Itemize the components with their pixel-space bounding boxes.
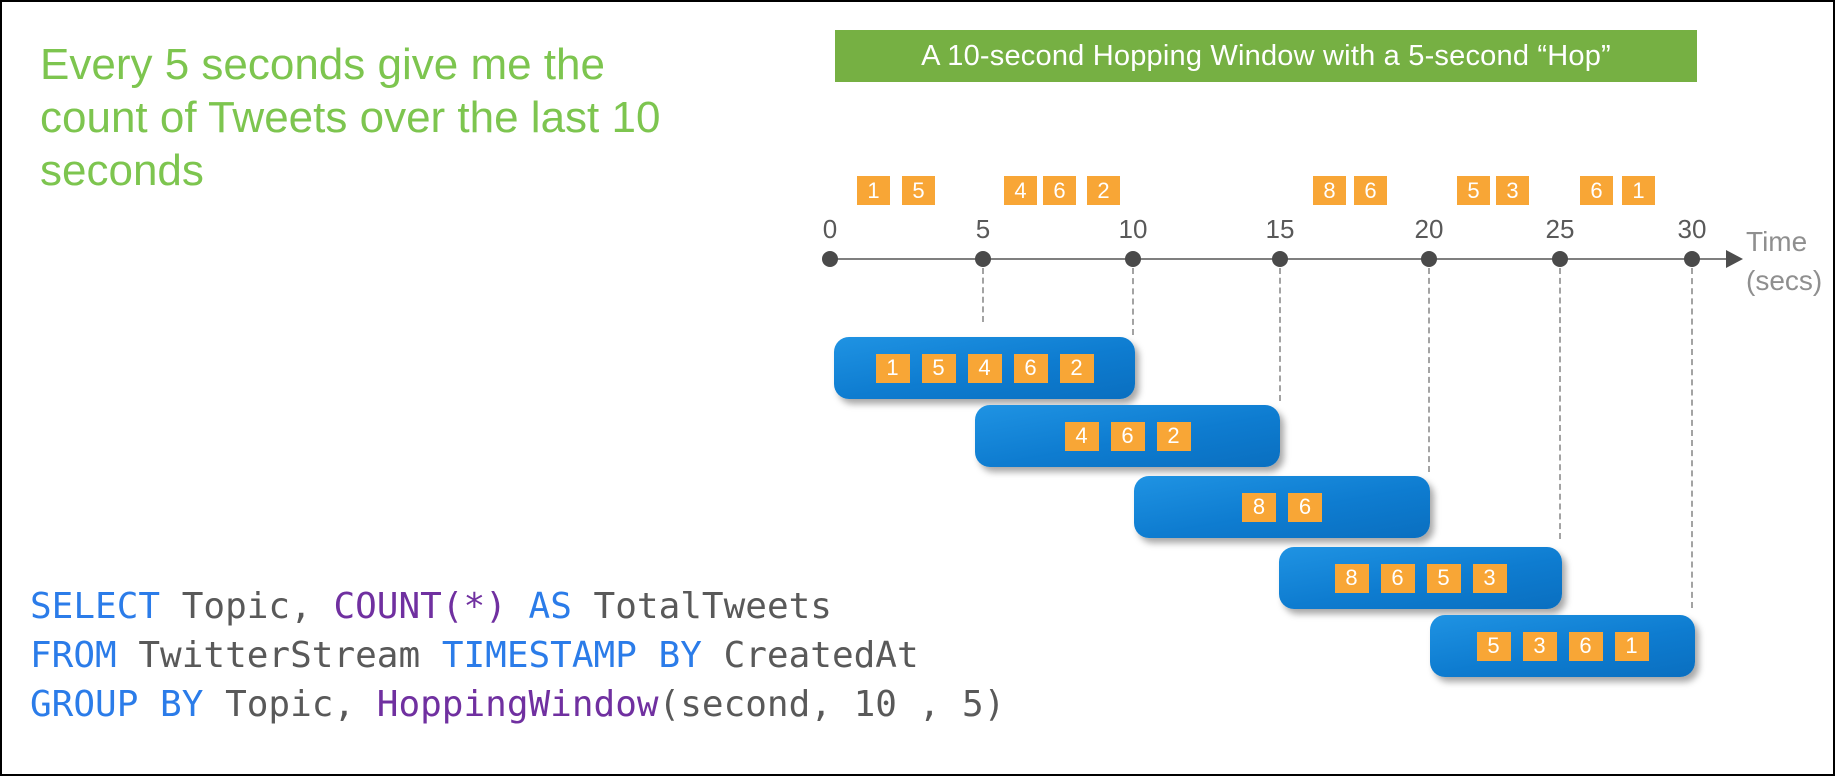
window-event: 5 — [1476, 631, 1511, 661]
tick-dash-line-15 — [1279, 268, 1281, 401]
tick-dot-30 — [1684, 251, 1700, 267]
stream-event: 6 — [1043, 176, 1076, 205]
sql-keyword: FROM — [30, 635, 117, 676]
stream-event: 3 — [1496, 176, 1529, 205]
tick-label-15: 15 — [1265, 214, 1295, 244]
title-banner-label: A 10-second Hopping Window with a 5-seco… — [921, 39, 1611, 72]
sql-function: COUNT(*) — [333, 586, 507, 627]
tick-dash-line-20 — [1428, 268, 1430, 472]
tick-dot-0 — [822, 251, 838, 267]
window-event: 8 — [1242, 492, 1276, 522]
tick-dot-20 — [1421, 251, 1437, 267]
sql-text: TotalTweets — [571, 586, 832, 627]
tick-dash-line-30 — [1691, 268, 1693, 608]
time-axis-label-line2: (secs) — [1746, 265, 1823, 296]
stream-event: 5 — [1457, 176, 1490, 205]
sql-keyword: GROUP BY — [30, 684, 204, 725]
window-event: 6 — [1380, 563, 1415, 593]
tick-dot-10 — [1125, 251, 1141, 267]
tick-dot-5 — [975, 251, 991, 267]
tick-label-0: 0 — [822, 214, 838, 244]
stream-event: 1 — [1622, 176, 1655, 205]
caption-line: seconds — [40, 146, 204, 195]
sql-keyword: TIMESTAMP BY — [441, 635, 702, 676]
window-event: 4 — [1064, 421, 1099, 451]
time-axis-label-line1: Time — [1746, 226, 1808, 257]
window-event: 1 — [1614, 631, 1649, 661]
window-event: 2 — [1059, 353, 1094, 383]
sql-text: Topic, — [203, 684, 377, 725]
window-event: 5 — [1426, 563, 1461, 593]
window-event: 6 — [1568, 631, 1603, 661]
window-event: 6 — [1110, 421, 1145, 451]
stream-event: 6 — [1354, 176, 1387, 205]
stream-event: 8 — [1313, 176, 1346, 205]
window-event: 3 — [1522, 631, 1557, 661]
window-event: 4 — [967, 353, 1002, 383]
window-event: 8 — [1334, 563, 1369, 593]
stream-event: 6 — [1580, 176, 1613, 205]
sql-keyword: SELECT — [30, 586, 161, 627]
window-event: 6 — [1288, 492, 1322, 522]
title-banner: A 10-second Hopping Window with a 5-seco… — [835, 30, 1697, 82]
sql-keyword: AS — [528, 586, 572, 627]
tick-dash-line-5 — [982, 268, 984, 322]
sql-code-line: FROM TwitterStream TIMESTAMP BY CreatedA… — [30, 631, 1005, 680]
tick-label-30: 30 — [1677, 214, 1707, 244]
tick-dash-line-10 — [1132, 268, 1134, 335]
sql-text — [507, 586, 529, 627]
stream-event: 1 — [857, 176, 890, 205]
tick-label-5: 5 — [975, 214, 991, 244]
time-axis-label: Time (secs) — [1746, 222, 1822, 300]
tick-dash-line-25 — [1559, 268, 1561, 539]
tick-dot-25 — [1552, 251, 1568, 267]
time-axis-arrow-icon — [1726, 250, 1743, 268]
window-event: 5 — [921, 353, 956, 383]
stream-event: 4 — [1004, 176, 1037, 205]
tick-label-20: 20 — [1414, 214, 1444, 244]
sql-function: HoppingWindow — [376, 684, 659, 725]
window-event: 6 — [1013, 353, 1048, 383]
window-event: 3 — [1472, 563, 1507, 593]
sql-code-line: GROUP BY Topic, HoppingWindow(second, 10… — [30, 680, 1005, 729]
sql-text: CreatedAt — [701, 635, 919, 676]
caption-line: count of Tweets over the last 10 — [40, 93, 661, 142]
tick-dot-15 — [1272, 251, 1288, 267]
tick-label-25: 25 — [1545, 214, 1575, 244]
window-event: 2 — [1156, 421, 1191, 451]
stream-event: 5 — [902, 176, 935, 205]
sql-text: Topic, — [160, 586, 334, 627]
tick-label-10: 10 — [1118, 214, 1148, 244]
sql-text: (second, 10 , 5) — [658, 684, 1006, 725]
stream-event: 2 — [1087, 176, 1120, 205]
window-event: 1 — [875, 353, 910, 383]
caption-line: Every 5 seconds give me the — [40, 40, 605, 89]
sql-code-line: SELECT Topic, COUNT(*) AS TotalTweets — [30, 582, 1005, 631]
sql-text: TwitterStream — [116, 635, 442, 676]
